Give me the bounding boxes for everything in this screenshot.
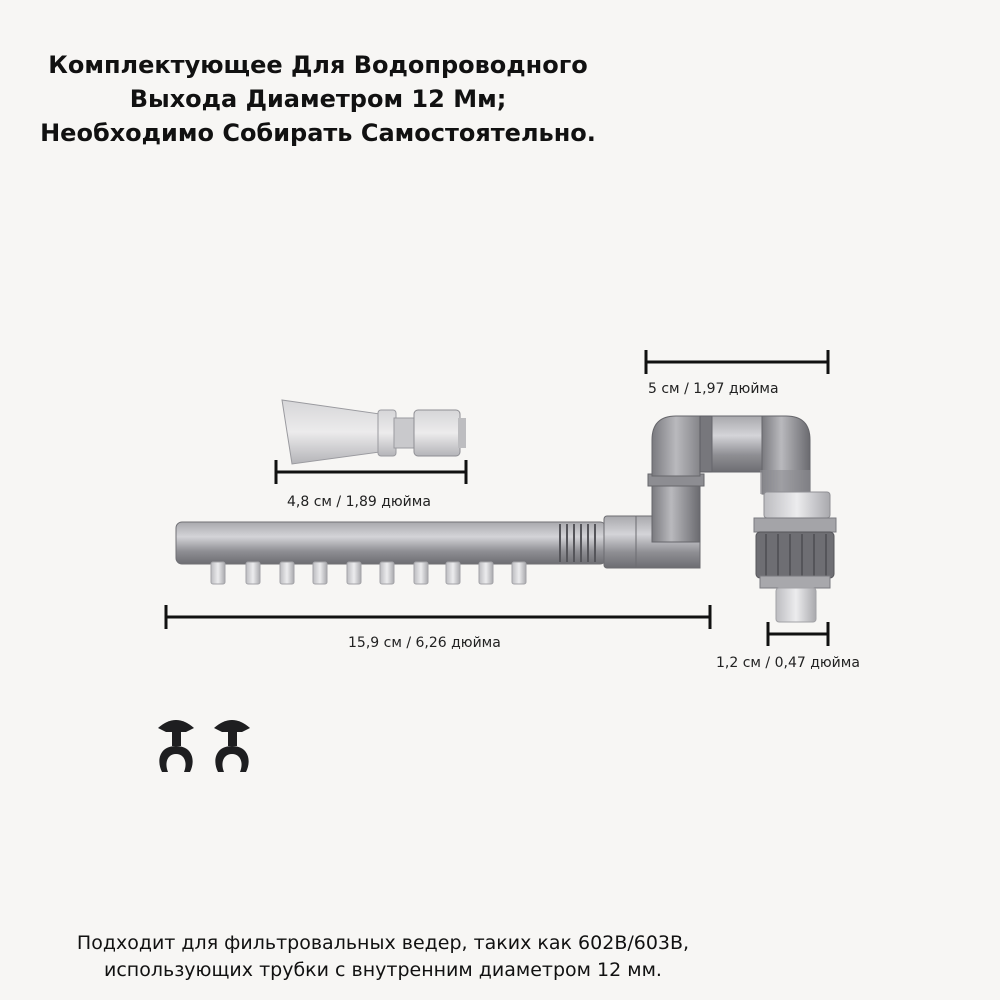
footer-line-2: использующих трубки с внутренним диаметр… (104, 959, 662, 981)
footer-line-1: Подходит для фильтровальных ведер, таких… (76, 932, 690, 954)
dimension-line-bar (164, 605, 712, 629)
spray-bar-part (175, 521, 607, 585)
title-line-2: Выхода Диаметром 12 Мм; (129, 85, 507, 113)
product-title: Комплектующее Для Водопроводного Выхода … (0, 48, 636, 150)
nozzle-length-label: 4,8 см / 1,89 дюйма (287, 494, 431, 510)
dimension-line-nozzle (274, 460, 468, 484)
suction-clip-1 (158, 720, 194, 772)
dimension-line-outlet (766, 622, 830, 646)
dimension-line-elbow (644, 350, 830, 374)
suction-clip-2 (214, 720, 250, 772)
bar-threads (559, 524, 596, 562)
elbow-assembly-part (603, 415, 811, 569)
outlet-diameter-label: 1,2 см / 0,47 дюйма (716, 655, 860, 671)
elbow-width-label: 5 см / 1,97 дюйма (648, 381, 779, 397)
compatibility-note: Подходит для фильтровальных ведер, таких… (0, 930, 766, 984)
bar-length-label: 15,9 см / 6,26 дюйма (348, 635, 501, 651)
title-line-3: Необходимо Собирать Самостоятельно. (40, 119, 596, 147)
outlet-nut-part (753, 491, 837, 623)
bar-outlets (210, 561, 527, 585)
nozzle-part (281, 399, 466, 465)
title-line-1: Комплектующее Для Водопроводного (48, 51, 588, 79)
